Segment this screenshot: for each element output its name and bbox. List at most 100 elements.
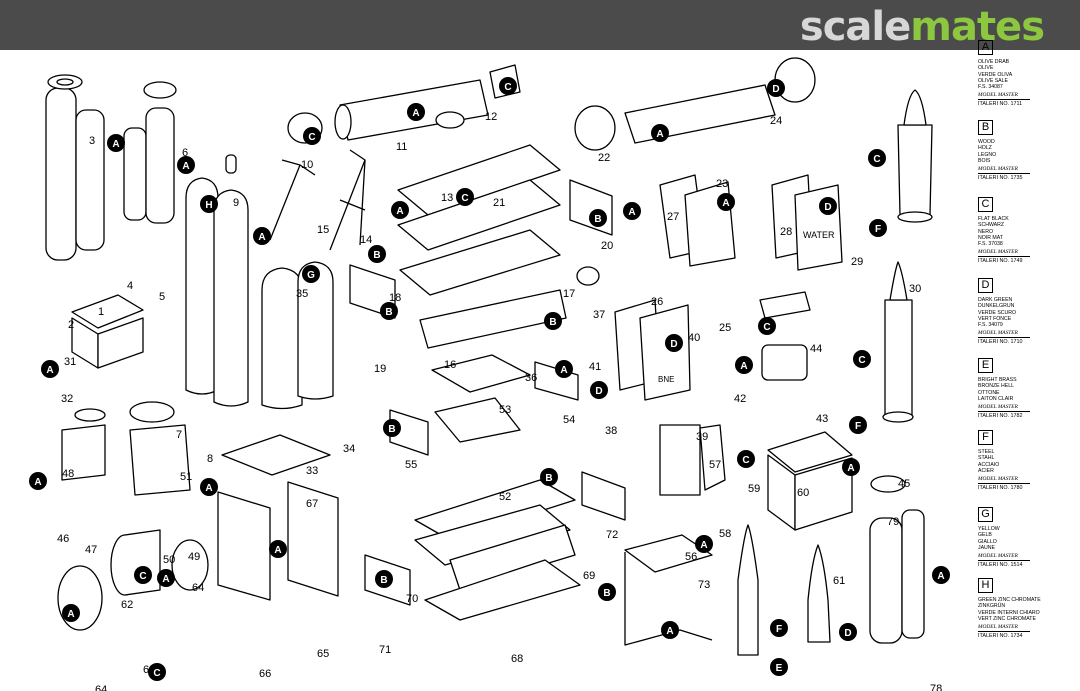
legend-color-name: GELB xyxy=(978,532,992,539)
drawing-shells-75-76 xyxy=(737,524,831,656)
part-number-label: 67 xyxy=(306,498,318,510)
svg-text:D: D xyxy=(824,202,831,213)
legend-color-name: VERDE INTERNI CHIARO xyxy=(978,609,1040,616)
svg-text:A: A xyxy=(34,477,41,488)
part-number-label: 13 xyxy=(441,192,453,204)
svg-text:A: A xyxy=(937,571,944,582)
svg-text:C: C xyxy=(139,571,146,582)
color-code-callout: F xyxy=(869,219,887,237)
drawing-stand-14-15 xyxy=(269,149,366,251)
color-code-callout: A xyxy=(717,193,735,211)
legend-color-name: VERT ZINC CHROMATE xyxy=(978,615,1036,622)
color-code-callout: D xyxy=(767,79,785,97)
svg-text:B: B xyxy=(385,307,392,318)
legend-code-box: G xyxy=(978,507,993,522)
svg-text:B: B xyxy=(373,250,380,261)
svg-text:C: C xyxy=(742,455,749,466)
color-code-callout: A xyxy=(661,621,679,639)
part-number-label: 18 xyxy=(389,292,401,304)
color-code-callout: B xyxy=(589,209,607,227)
part-number-label: 19 xyxy=(374,363,386,375)
color-code-callout: C xyxy=(134,566,152,584)
legend-brand: MODEL MASTER xyxy=(978,166,1030,175)
part-number-label: 28 xyxy=(780,226,792,238)
svg-text:A: A xyxy=(67,609,74,620)
part-number-label: 42 xyxy=(734,393,746,405)
part-number-label: 32 xyxy=(61,393,73,405)
color-code-callout: A xyxy=(842,458,860,476)
svg-text:A: A xyxy=(560,365,567,376)
site-logo[interactable]: scalemates xyxy=(799,4,1045,50)
color-code-callout: C xyxy=(758,317,776,335)
legend-italeri-number: ITALERI NO. 1735 xyxy=(978,175,1023,182)
part-number-label: 62 xyxy=(121,599,133,611)
color-code-callout: C xyxy=(499,77,517,95)
svg-text:B: B xyxy=(380,575,387,586)
svg-text:B: B xyxy=(603,588,610,599)
color-code-callout: B xyxy=(375,570,393,588)
part-number-label: 25 xyxy=(719,322,731,334)
legend-color-name: OLIVE xyxy=(978,65,994,72)
drawing-shell-30 xyxy=(897,89,933,223)
svg-text:D: D xyxy=(670,339,677,350)
logo-text-scale: scale xyxy=(799,4,911,50)
legend-color-name: ACIER xyxy=(978,467,994,474)
drawing-tubes-77-79 xyxy=(869,475,925,644)
svg-text:C: C xyxy=(873,154,880,165)
logo-text-mates: mates xyxy=(910,4,1045,50)
svg-text:C: C xyxy=(461,193,468,204)
legend-code-box: B xyxy=(978,120,993,135)
svg-text:A: A xyxy=(162,574,169,585)
part-number-label: 7 xyxy=(176,429,182,441)
legend-brand: MODEL MASTER xyxy=(978,249,1030,258)
drawing-shell-45 xyxy=(882,261,914,423)
color-code-callout: B xyxy=(544,312,562,330)
legend-color-name: F.S. 37038 xyxy=(978,241,1003,248)
legend-color-name: ZINKGRÜN xyxy=(978,603,1006,610)
legend-color-name: VERDE SCURO xyxy=(978,309,1017,316)
legend-brand: MODEL MASTER xyxy=(978,92,1030,101)
svg-text:A: A xyxy=(700,540,707,551)
part-number-label: 34 xyxy=(343,443,355,455)
part-number-label: 9 xyxy=(233,197,239,209)
legend-color-name: WOOD xyxy=(978,139,995,145)
part-number-label: 65 xyxy=(317,648,329,660)
color-code-callout: C xyxy=(303,127,321,145)
part-number-label: 15 xyxy=(317,224,329,236)
part-number-label: 17 xyxy=(563,288,575,300)
legend-color-name: GREEN ZINC CHROMATE xyxy=(978,597,1041,603)
color-code-callout: A xyxy=(107,134,125,152)
part-number-label: 41 xyxy=(589,361,601,373)
drawing-gas-cylinders-7-8 xyxy=(185,154,249,407)
legend-brand: MODEL MASTER xyxy=(978,404,1030,413)
drawing-reel-62-64 xyxy=(57,529,209,631)
drawing-jerrycans-25-26 xyxy=(659,174,736,267)
part-number-label: 24 xyxy=(770,115,782,127)
part-number-label: 4 xyxy=(127,280,133,292)
color-code-callout: A xyxy=(555,360,573,378)
part-number-label: 72 xyxy=(606,529,618,541)
color-code-callout: D xyxy=(839,623,857,641)
legend-color-name: BOIS xyxy=(978,157,991,164)
color-code-callout: A xyxy=(269,540,287,558)
part-number-label: 30 xyxy=(909,283,921,295)
part-number-label: 6 xyxy=(182,147,188,159)
water-marking: WATER xyxy=(803,230,835,240)
legend-italeri-number: ITALERI NO. 1780 xyxy=(978,485,1023,492)
legend-color-name: ACCIAIO xyxy=(978,461,1000,468)
part-number-label: 58 xyxy=(719,528,731,540)
drawing-ammo-box-60-61 xyxy=(767,431,853,531)
color-code-callout: A xyxy=(157,569,175,587)
legend-color-name: OLIVE DRAB xyxy=(978,59,1010,65)
svg-text:A: A xyxy=(740,361,747,372)
legend-code-box: H xyxy=(978,578,993,593)
part-number-label: 38 xyxy=(605,425,617,437)
drawing-barrel-36-37 xyxy=(419,266,600,349)
svg-text:H: H xyxy=(205,200,212,211)
color-code-callout: B xyxy=(383,419,401,437)
legend-color-name: SCHWARZ xyxy=(978,222,1005,229)
drawing-bracket-73-74 xyxy=(624,534,713,646)
part-number-label: 36 xyxy=(525,372,537,384)
